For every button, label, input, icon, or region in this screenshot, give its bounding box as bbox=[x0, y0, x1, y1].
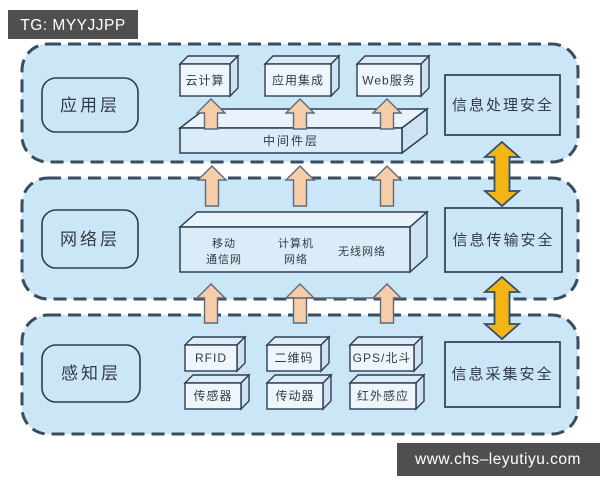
security-collection-rect bbox=[444, 341, 561, 408]
node-front-face bbox=[266, 344, 322, 372]
flow-up-arrow-icon bbox=[195, 98, 227, 130]
security-processing-rect bbox=[444, 74, 561, 136]
watermark-bottom-right-bg bbox=[397, 443, 600, 476]
watermark-bottom-right-text: www.chs–leyutiyu.com bbox=[414, 451, 581, 468]
node-sensor: 传感器 bbox=[183, 373, 251, 411]
node-web-service: Web服务 bbox=[355, 54, 431, 98]
network-computer-line1: 计算机 bbox=[278, 236, 314, 250]
security-processing-box: 信息处理安全 bbox=[444, 74, 561, 136]
middleware-slab-face bbox=[179, 127, 403, 154]
network-computer-line2: 网络 bbox=[284, 252, 308, 266]
node-top-face bbox=[355, 55, 431, 65]
node-front-face bbox=[349, 382, 417, 410]
network-wireless-label: 无线网络 bbox=[338, 244, 386, 258]
node-infrared: 红外感应 bbox=[348, 373, 426, 411]
node-front-face bbox=[356, 63, 422, 97]
node-top-face bbox=[263, 55, 341, 65]
node-cloud-computing: 云计算 bbox=[178, 54, 240, 98]
security-transmission-box: 信息传输安全 bbox=[444, 207, 563, 273]
watermark-top-left-text: TG: MYYJJPP bbox=[20, 17, 125, 34]
network-slab-top bbox=[178, 211, 429, 228]
node-top-face bbox=[265, 374, 333, 384]
node-sensor-label: 传感器 bbox=[193, 388, 232, 403]
node-front-face bbox=[349, 344, 415, 372]
network-layer-badge: 网络层 bbox=[41, 209, 139, 269]
watermark-top-left: TG: MYYJJPP bbox=[8, 10, 138, 39]
node-rfid-label: RFID bbox=[195, 351, 227, 365]
flow-up-arrow-icon bbox=[286, 283, 403, 324]
node-front-face bbox=[266, 382, 324, 410]
middleware-slab: 中间件层 bbox=[177, 107, 430, 155]
node-side-face bbox=[229, 54, 239, 98]
network-mobile-comm: 移动 通信网 bbox=[206, 237, 242, 266]
node-top-face bbox=[265, 336, 331, 346]
node-web-service-label: Web服务 bbox=[362, 73, 415, 88]
node-front-face bbox=[179, 63, 231, 97]
network-computer: 计算机 网络 bbox=[278, 236, 314, 266]
node-qr-code: 二维码 bbox=[265, 335, 331, 373]
perception-layer-badge: 感知层 bbox=[41, 344, 141, 403]
network-layer-badge-box bbox=[41, 209, 139, 269]
flow-up-arrow-icon bbox=[371, 98, 403, 130]
flow-up-arrow-icon bbox=[196, 165, 228, 207]
network-slab: 移动 通信网 计算机 网络 无线网络 bbox=[178, 210, 429, 274]
application-layer-label: 应用层 bbox=[60, 96, 120, 115]
security-processing-label: 信息处理安全 bbox=[452, 96, 554, 114]
node-rfid: RFID bbox=[183, 335, 247, 373]
middleware-layer-label: 中间件层 bbox=[263, 133, 319, 148]
flow-up-arrow-icon bbox=[371, 165, 403, 207]
node-gps-beidou-label: GPS/北斗 bbox=[353, 351, 412, 365]
security-transmission-rect bbox=[444, 207, 563, 273]
node-actuator: 传动器 bbox=[265, 373, 333, 411]
perception-layer-label: 感知层 bbox=[61, 364, 121, 383]
node-top-face bbox=[183, 336, 247, 346]
perception-layer-badge-box bbox=[41, 344, 141, 403]
network-mobile-line2: 通信网 bbox=[206, 253, 242, 266]
node-top-face bbox=[183, 374, 251, 384]
security-link-double-arrow-icon bbox=[482, 140, 522, 208]
node-application-integration: 应用集成 bbox=[263, 54, 341, 98]
node-front-face bbox=[264, 63, 332, 97]
node-infrared-label: 红外感应 bbox=[357, 388, 409, 403]
flow-up-arrow-icon bbox=[284, 165, 316, 207]
security-collection-box: 信息采集安全 bbox=[444, 341, 561, 408]
flow-up-arrow-icon bbox=[284, 98, 316, 130]
node-cloud-computing-label: 云计算 bbox=[185, 73, 224, 88]
node-actuator-label: 传动器 bbox=[275, 388, 314, 403]
security-transmission-label: 信息传输安全 bbox=[452, 231, 554, 249]
node-top-face bbox=[348, 374, 426, 384]
node-side-face bbox=[420, 54, 430, 98]
application-layer-badge-box bbox=[41, 77, 139, 133]
node-application-integration-label: 应用集成 bbox=[272, 73, 324, 88]
node-top-face bbox=[178, 55, 240, 65]
network-layer-label: 网络层 bbox=[60, 230, 120, 249]
node-front-face bbox=[184, 344, 238, 372]
watermark-bottom-right: www.chs–leyutiyu.com bbox=[397, 443, 600, 476]
flow-up-arrow-icon bbox=[195, 283, 227, 324]
watermark-top-left-bg bbox=[8, 10, 138, 39]
node-gps-beidou: GPS/北斗 bbox=[348, 335, 424, 373]
application-layer-badge: 应用层 bbox=[41, 77, 139, 133]
node-front-face bbox=[184, 382, 242, 410]
node-qr-code-label: 二维码 bbox=[274, 351, 313, 365]
network-slab-face bbox=[179, 226, 411, 273]
network-mobile-line1: 移动 bbox=[212, 237, 236, 250]
node-side-face bbox=[330, 54, 340, 98]
security-collection-label: 信息采集安全 bbox=[451, 365, 553, 383]
node-top-face bbox=[348, 336, 424, 346]
security-link-double-arrow-icon bbox=[482, 275, 522, 341]
